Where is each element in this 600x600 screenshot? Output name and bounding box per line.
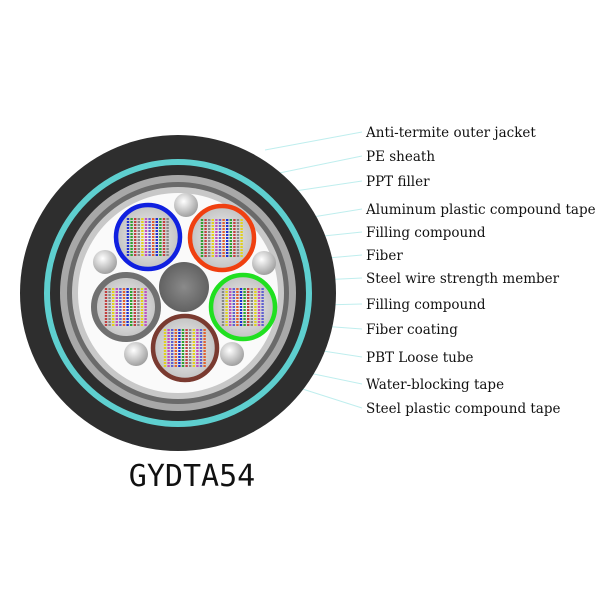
layer-label: PE sheath: [366, 149, 435, 165]
layer-label: PBT Loose tube: [366, 350, 473, 366]
layer-label: Fiber coating: [366, 322, 458, 338]
teal-ring: [44, 159, 312, 427]
layer-label: Fiber: [366, 248, 403, 264]
layer-label: Filling compound: [366, 297, 486, 313]
steel-wire-strength-member: [159, 262, 209, 312]
loose-tube: [91, 272, 161, 342]
ppt-filler-ball: [252, 251, 276, 275]
loose-tube: [208, 272, 278, 342]
layer-label: PPT filler: [366, 174, 430, 190]
loose-tube: [187, 203, 257, 273]
layer-label: Anti-termite outer jacket: [365, 125, 536, 141]
pbt-loose-tubes: [91, 202, 278, 383]
cable-model-title: GYDTA54: [129, 459, 255, 494]
loose-tube: [113, 202, 183, 272]
ppt-filler-ball: [174, 193, 198, 217]
ppt-filler-ball: [220, 342, 244, 366]
tube-wall: [113, 202, 183, 272]
layer-label: Filling compound: [366, 225, 486, 241]
layer-label: Aluminum plastic compound tape: [365, 202, 596, 218]
tube-wall: [91, 272, 161, 342]
ppt-filler-ball: [124, 342, 148, 366]
layer-label: Water-blocking tape: [366, 377, 504, 393]
tube-wall: [187, 203, 257, 273]
leader-line: [264, 131, 363, 151]
ppt-filler-ball: [93, 250, 117, 274]
layer-label: Steel plastic compound tape: [366, 401, 560, 417]
tube-wall: [208, 272, 278, 342]
tube-wall: [150, 313, 220, 383]
layer-label: Steel wire strength member: [366, 271, 560, 287]
loose-tube: [150, 313, 220, 383]
ppt-fillers: [93, 193, 276, 366]
